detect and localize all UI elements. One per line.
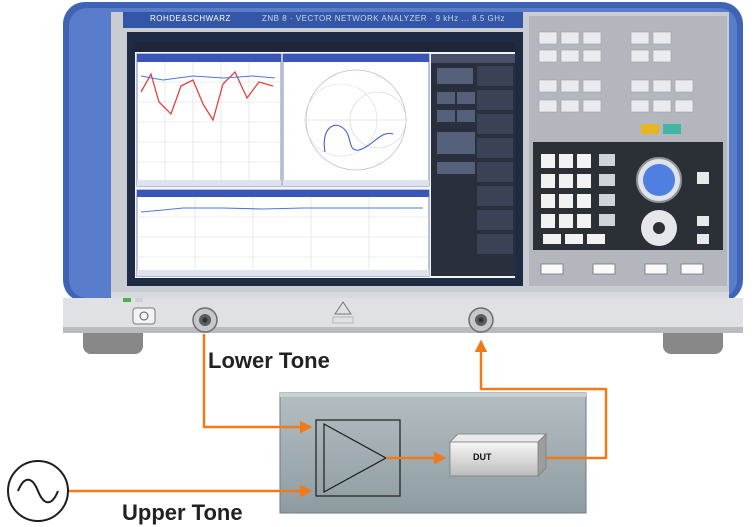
- dut-to-port2-wire: [474, 339, 608, 460]
- amplifier-triangle-icon: [323, 422, 388, 494]
- help-key: [663, 124, 681, 134]
- trace-blue: [140, 75, 276, 81]
- dut-label: DUT: [473, 452, 492, 462]
- upper-tone-label: Upper Tone: [122, 500, 243, 525]
- lower-tone-label: Lower Tone: [208, 348, 330, 373]
- trace-window-bottom: [136, 189, 430, 277]
- preset-key: [641, 124, 659, 134]
- trace-window-left: [136, 53, 282, 187]
- brand-header: [123, 12, 523, 28]
- signal-wires: [68, 334, 608, 498]
- usb-ports: [540, 263, 704, 275]
- dut-box: [449, 433, 547, 477]
- model-text: ZNB 8 · VECTOR NETWORK ANALYZER · 9 kHz …: [262, 14, 506, 23]
- hardkey-grid: [538, 31, 694, 113]
- network-analyzer: [63, 2, 743, 354]
- power-button: [132, 307, 156, 325]
- port-2: [468, 307, 494, 333]
- numeric-keypad: [541, 154, 605, 244]
- brand-logo-text: ROHDE&SCHWARZ: [150, 14, 231, 23]
- trace-flat: [140, 207, 423, 213]
- amplifier-block: [315, 419, 401, 497]
- warning-symbol: [332, 301, 354, 324]
- sine-wave-source-icon: [7, 460, 69, 522]
- port-1: [192, 307, 218, 333]
- smith-trace: [323, 124, 394, 153]
- trace-red: [140, 70, 274, 122]
- combiner-enclosure: [279, 392, 587, 514]
